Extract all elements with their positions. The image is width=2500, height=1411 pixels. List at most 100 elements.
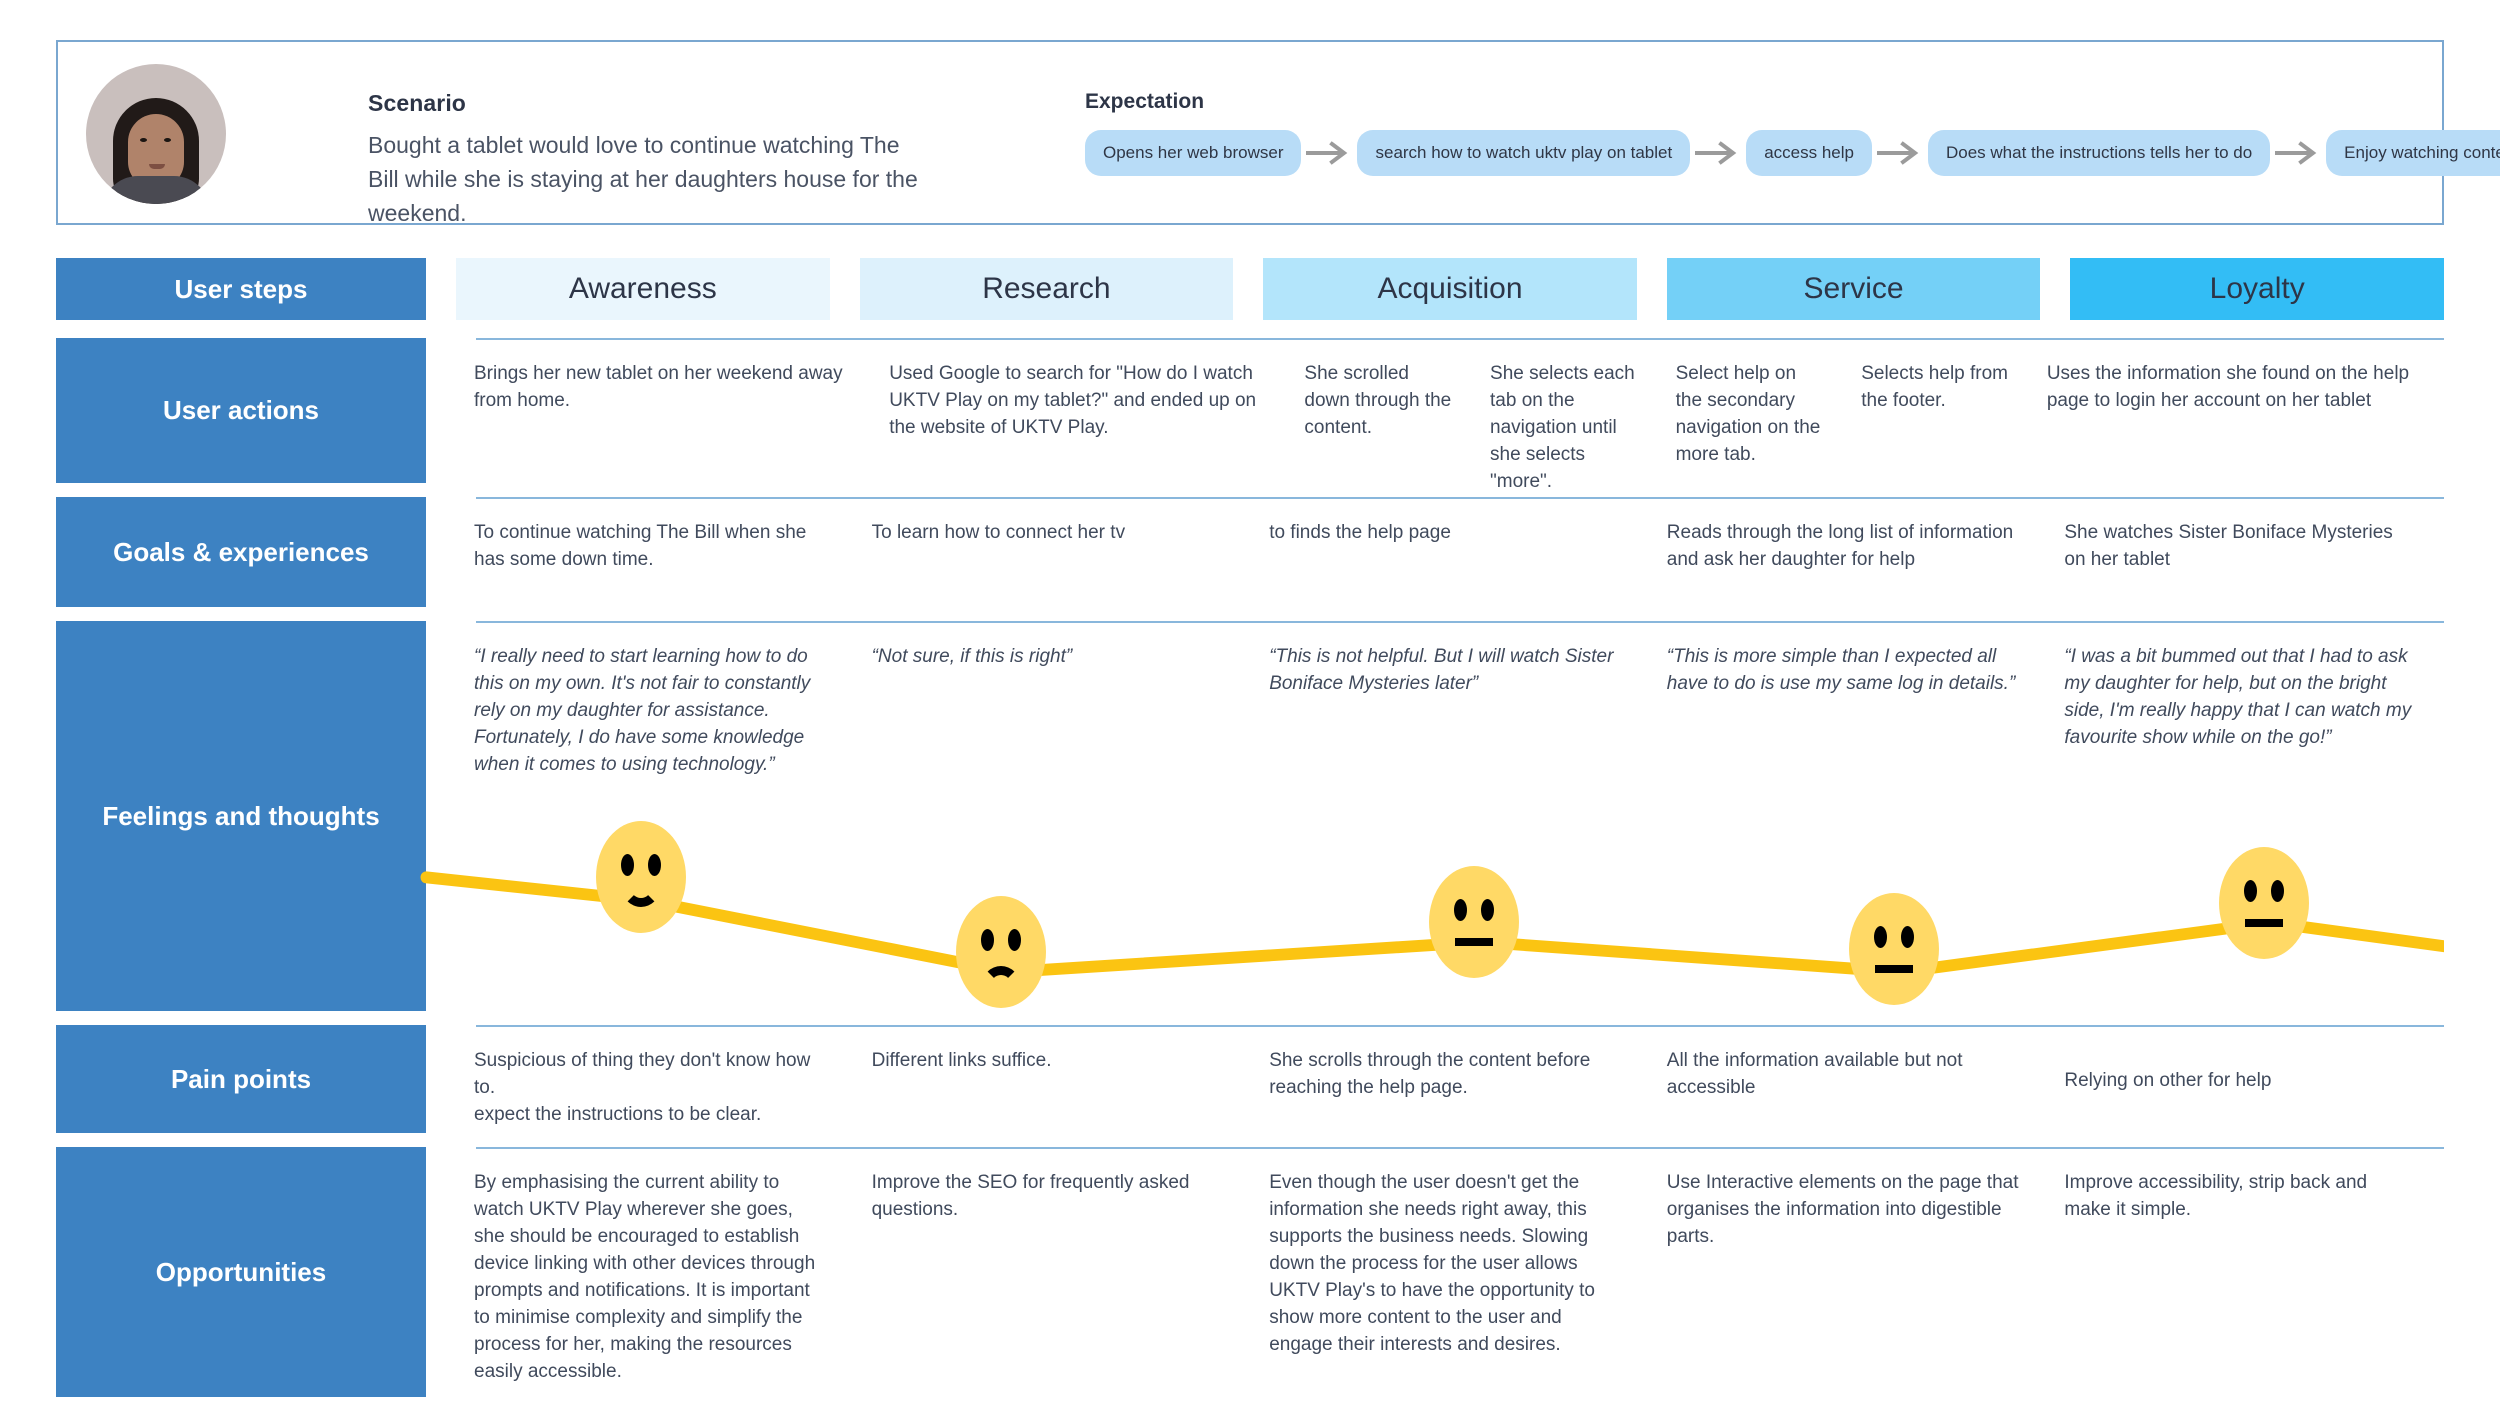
cell-pain-acquisition: She scrolls through the content before r… bbox=[1269, 1050, 1591, 1098]
cell-user-actions-research: Used Google to search for "How do I watc… bbox=[889, 363, 1257, 438]
mouth-flat bbox=[2245, 919, 2283, 927]
row-label-goals: Goals & experiences bbox=[56, 497, 426, 607]
expectation-step-2[interactable]: search how to watch uktv play on tablet bbox=[1357, 130, 1691, 176]
cell-opportunities-acquisition: Even though the user doesn't get the inf… bbox=[1269, 1172, 1595, 1355]
eye-left bbox=[1874, 926, 1887, 948]
emotion-face-awareness bbox=[596, 821, 686, 933]
cell-goals-acquisition: to finds the help page bbox=[1269, 522, 1451, 543]
row-cells: To continue watching The Bill when she h… bbox=[456, 497, 2444, 607]
stage-service[interactable]: Service bbox=[1666, 258, 2041, 320]
cell-pain-research: Different links suffice. bbox=[871, 1050, 1052, 1071]
cell-pain-awareness: Suspicious of thing they don't know how … bbox=[474, 1050, 811, 1125]
expectation-title: Expectation bbox=[1085, 90, 1205, 113]
row-cells: By emphasising the current ability to wa… bbox=[456, 1147, 2444, 1397]
avatar-eye-right bbox=[164, 138, 171, 142]
row-cells: “I really need to start learning how to … bbox=[456, 621, 2444, 1011]
cell-user-actions-loyalty: Uses the information she found on the he… bbox=[2046, 363, 2410, 411]
scenario-text-block: Scenario Bought a tablet would love to c… bbox=[368, 90, 928, 230]
stage-research[interactable]: Research bbox=[859, 258, 1234, 320]
cell-feelings-service: “This is more simple than I expected all… bbox=[1666, 646, 2016, 694]
cell-opportunities-loyalty: Improve accessibility, strip back and ma… bbox=[2064, 1172, 2368, 1220]
expectation-step-1[interactable]: Opens her web browser bbox=[1085, 130, 1302, 176]
cell-pain-service: All the information available but not ac… bbox=[1666, 1050, 1963, 1098]
eye-right bbox=[648, 854, 661, 876]
eye-right bbox=[1008, 929, 1021, 951]
cell-user-actions-service: Select help on the secondary navigation … bbox=[1658, 338, 2029, 483]
cell-goals-research: To learn how to connect her tv bbox=[871, 522, 1126, 543]
eye-left bbox=[2244, 880, 2257, 902]
row-user-actions: User actions Brings her new tablet on he… bbox=[56, 338, 2444, 492]
row-opportunities: Opportunities By emphasising the current… bbox=[56, 1147, 2444, 1397]
expectation-step-4[interactable]: Does what the instructions tells her to … bbox=[1928, 130, 2271, 176]
avatar-face bbox=[128, 114, 184, 188]
avatar-eye-left bbox=[140, 138, 147, 142]
row-cells: Brings her new tablet on her weekend awa… bbox=[456, 338, 2444, 492]
flow-arrow-icon bbox=[2270, 140, 2326, 166]
scenario-body: Bought a tablet would love to continue w… bbox=[368, 132, 918, 226]
expectation-flow: Opens her web browser search how to watc… bbox=[1085, 130, 2500, 176]
mouth-flat bbox=[1875, 965, 1913, 973]
sad-face-icon bbox=[956, 896, 1046, 1008]
stage-loyalty[interactable]: Loyalty bbox=[2070, 258, 2444, 320]
row-label-user-actions: User actions bbox=[56, 338, 426, 483]
expectation-block: Expectation Opens her web browser search… bbox=[1085, 90, 2500, 176]
row-divider bbox=[476, 1025, 2444, 1027]
stage-awareness[interactable]: Awareness bbox=[456, 258, 830, 320]
expectation-step-5[interactable]: Enjoy watching content bbox=[2326, 130, 2500, 176]
flow-arrow-icon bbox=[1301, 140, 1357, 166]
eye-right bbox=[2271, 880, 2284, 902]
eye-left bbox=[981, 929, 994, 951]
cell-part: She scrolled down through the content. bbox=[1304, 363, 1452, 438]
row-goals: Goals & experiences To continue watching… bbox=[56, 497, 2444, 607]
cell-user-actions-acquisition: She scrolled down through the content. S… bbox=[1286, 338, 1657, 492]
neutral-face-icon bbox=[1849, 893, 1939, 1005]
eye-right bbox=[1481, 899, 1494, 921]
cell-part: Select help on the secondary navigation … bbox=[1675, 363, 1821, 465]
emotion-face-acquisition bbox=[1429, 866, 1519, 978]
cell-opportunities-research: Improve the SEO for frequently asked que… bbox=[871, 1172, 1190, 1220]
row-label-opportunities: Opportunities bbox=[56, 1147, 426, 1397]
persona-avatar bbox=[86, 64, 226, 204]
eye-left bbox=[621, 854, 634, 876]
stage-header-row: User steps Awareness Research Acquisitio… bbox=[56, 258, 2444, 320]
cell-part: Selects help from the footer. bbox=[1861, 363, 2009, 411]
scenario-card: Scenario Bought a tablet would love to c… bbox=[56, 40, 2500, 226]
cell-feelings-awareness: “I really need to start learning how to … bbox=[474, 646, 811, 775]
mouth-flat bbox=[1455, 938, 1493, 946]
cell-pain-loyalty: Relying on other for help bbox=[2064, 1070, 2272, 1091]
row-label-pain-points: Pain points bbox=[56, 1025, 426, 1133]
neutral-face-icon bbox=[1429, 866, 1519, 978]
cell-opportunities-service: Use Interactive elements on the page tha… bbox=[1666, 1172, 2019, 1247]
row-divider bbox=[476, 338, 2444, 340]
cell-goals-service: Reads through the long list of informati… bbox=[1666, 522, 2014, 570]
emotion-face-loyalty bbox=[2219, 847, 2309, 959]
emotion-face-service bbox=[1849, 893, 1939, 1005]
flow-arrow-icon bbox=[1690, 140, 1746, 166]
happy-face-icon bbox=[596, 821, 686, 933]
cell-opportunities-awareness: By emphasising the current ability to wa… bbox=[474, 1172, 816, 1382]
stage-list: Awareness Research Acquisition Service L… bbox=[426, 258, 2444, 320]
emotion-face-research bbox=[956, 896, 1046, 1008]
expectation-step-3[interactable]: access help bbox=[1746, 130, 1872, 176]
cell-goals-awareness: To continue watching The Bill when she h… bbox=[474, 522, 807, 570]
row-divider bbox=[476, 1147, 2444, 1149]
avatar-shoulders bbox=[102, 176, 210, 204]
cell-goals-loyalty: She watches Sister Boniface Mysteries on… bbox=[2064, 522, 2393, 570]
cell-user-actions-awareness: Brings her new tablet on her weekend awa… bbox=[474, 363, 843, 411]
cell-feelings-acquisition: “This is not helpful. But I will watch S… bbox=[1269, 646, 1614, 694]
flow-arrow-icon bbox=[1872, 140, 1928, 166]
eye-right bbox=[1901, 926, 1914, 948]
stage-acquisition[interactable]: Acquisition bbox=[1263, 258, 1637, 320]
cell-feelings-research: “Not sure, if this is right” bbox=[871, 646, 1073, 667]
mouth-frown bbox=[982, 966, 1020, 986]
row-cells: Suspicious of thing they don't know how … bbox=[456, 1025, 2444, 1133]
row-label-feelings: Feelings and thoughts bbox=[56, 621, 426, 1011]
row-label-user-steps: User steps bbox=[56, 258, 426, 320]
avatar-mouth bbox=[149, 164, 165, 169]
row-pain-points: Pain points Suspicious of thing they don… bbox=[56, 1025, 2444, 1133]
eye-left bbox=[1454, 899, 1467, 921]
cell-feelings-loyalty: “I was a bit bummed out that I had to as… bbox=[2064, 646, 2412, 748]
cell-part: She selects each tab on the navigation u… bbox=[1490, 363, 1635, 492]
journey-grid: User steps Awareness Research Acquisitio… bbox=[56, 258, 2444, 1411]
